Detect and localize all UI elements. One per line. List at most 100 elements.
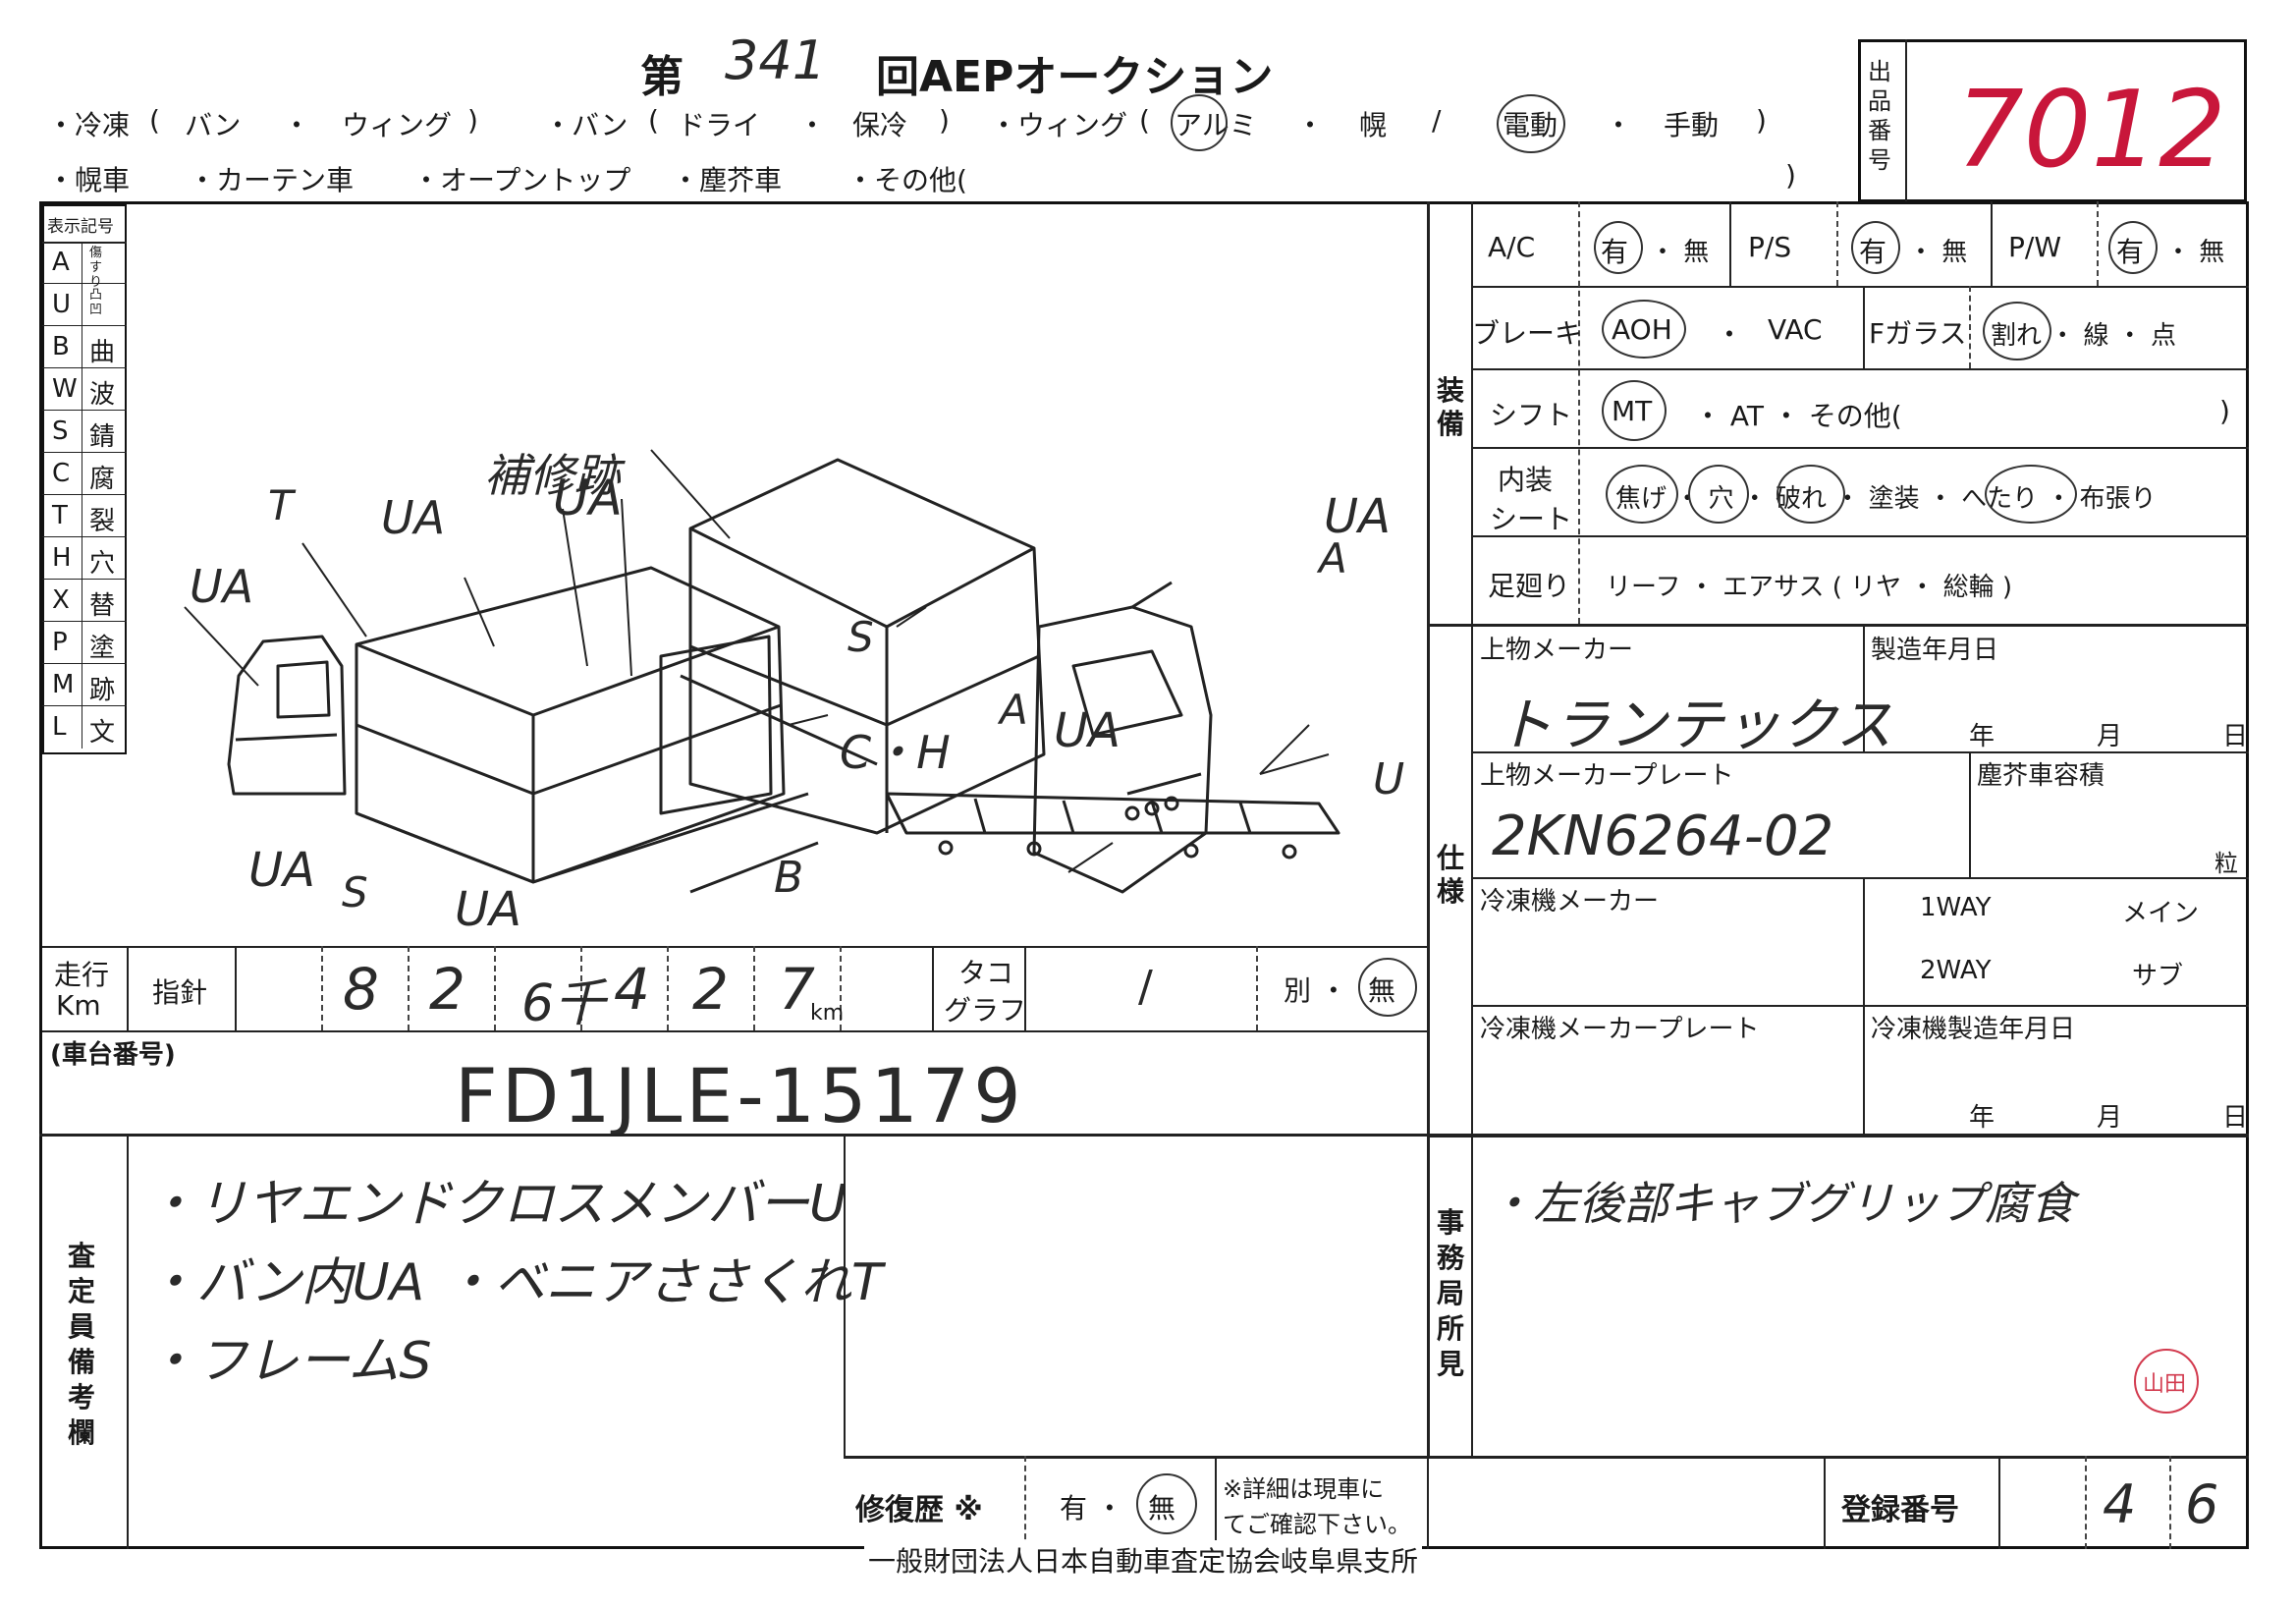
diagram-note: UA <box>381 491 446 544</box>
row1-item: ( <box>149 104 160 137</box>
fglass-crack-circle <box>1983 302 2051 361</box>
legend-desc: 曲 <box>89 338 116 367</box>
legend-code: T <box>52 501 68 530</box>
diagram-note: C・H <box>840 726 951 779</box>
seat-burn-circle <box>1606 465 1678 524</box>
main-vertical-divider <box>1427 201 1430 1456</box>
legend-desc: 替 <box>89 591 116 621</box>
mfg-year: 年 <box>1969 722 1995 751</box>
digit-divider <box>840 946 842 1030</box>
diagram-note: B <box>774 853 804 903</box>
office-note: ・左後部キャブグリップ腐食 <box>1488 1177 2075 1230</box>
row1-item: ) <box>467 104 478 137</box>
mfg-date-label: 製造年月日 <box>1871 636 1999 665</box>
legend-desc: 跡 <box>89 676 116 705</box>
inspector-section: 査定員備考欄 ・リヤエンドクロスメンバーU ・バン内UA ・ベニアささくれT ・… <box>42 1137 1427 1549</box>
shift-close: ) <box>2219 395 2230 427</box>
diagram-note: A <box>1319 534 1347 583</box>
col-dashed-divider <box>1969 286 1971 368</box>
mileage-digit: 6千 <box>521 974 606 1033</box>
col-dashed-divider <box>2169 1456 2171 1549</box>
row-divider <box>1471 368 2249 370</box>
registration-label: 登録番号 <box>1841 1493 1959 1527</box>
body-maker-value: トランテックス <box>1496 692 1893 758</box>
col-divider <box>1969 751 1971 877</box>
mileage-digit: 7 <box>779 956 815 1023</box>
diagram-note: UA <box>248 843 315 898</box>
left-truck-box <box>355 566 786 884</box>
row1-item: ドライ <box>678 109 761 141</box>
pw-yes-circle <box>2108 221 2158 274</box>
row-divider <box>1471 286 2249 288</box>
separate-label: 別 ・ <box>1284 974 1347 1007</box>
diagram-note: S <box>342 868 368 916</box>
col-divider <box>1863 624 1865 751</box>
repair-note-2: てご確認下さい。 <box>1223 1511 1411 1538</box>
header: 第 341 回AEPオークション ・冷凍 ( バン ・ ウィング ) ・バン (… <box>0 0 2296 202</box>
legend-desc: 錆 <box>89 422 116 452</box>
row1-item: ・ <box>283 109 311 141</box>
digit-divider <box>580 946 582 1030</box>
legend-code: X <box>52 585 70 615</box>
mileage-digit: 2 <box>692 956 729 1023</box>
row2-item: ) <box>1785 159 1796 192</box>
row-divider <box>1471 877 2249 879</box>
brake-sep: ・ <box>1716 318 1744 351</box>
inspector-note: ・リヤエンドクロスメンバーU <box>145 1175 847 1234</box>
col-dashed-divider <box>1836 201 1838 286</box>
registration-value: 4 <box>2103 1473 2137 1535</box>
ac-yes-circle <box>1594 221 1643 274</box>
fridge-year: 年 <box>1969 1103 1995 1133</box>
equipment-label: 装備 <box>1437 374 1465 440</box>
seat-sag-circle <box>1985 465 2077 524</box>
row1-item: ・冷凍 <box>47 109 131 141</box>
mileage-digit: 8 <box>343 956 379 1023</box>
col-divider <box>1863 877 1865 1135</box>
twoway: 2WAY <box>1920 956 1992 985</box>
fridge-day: 日 <box>2222 1103 2249 1133</box>
legend-desc: 文 <box>89 718 116 748</box>
repair-label: 修復歴 ※ <box>855 1493 983 1527</box>
repair-row: 修復歴 ※ 有 ・ 無 ※詳細は現車に てご確認下さい。 登録番号 4 6 <box>844 1456 2249 1549</box>
spec-section: 仕様 上物メーカー トランテックス 製造年月日 年 月 日 上物メーカープレート… <box>1429 624 2249 1137</box>
row-divider <box>1471 1005 2249 1007</box>
inspector-note: ・バン内UA <box>145 1253 425 1312</box>
truck-diagram <box>184 449 1340 894</box>
fridge-month: 月 <box>2097 1103 2123 1133</box>
diagram-note: UA <box>455 882 521 937</box>
legend-desc: 凸凹 <box>89 288 103 317</box>
body-maker-label: 上物メーカー <box>1480 636 1634 665</box>
row1-item: ・ <box>1296 109 1325 141</box>
circle-mark <box>1497 94 1565 153</box>
title-prefix: 第 <box>640 52 683 102</box>
digit-divider <box>667 946 669 1030</box>
col-divider <box>1024 946 1026 1030</box>
row1-item: ) <box>1756 104 1767 137</box>
col-divider <box>1824 1456 1826 1549</box>
legend-code: H <box>52 543 72 573</box>
main: メイン <box>2122 899 2200 928</box>
row-divider <box>42 1030 1427 1032</box>
legend-code: C <box>52 459 71 488</box>
row-divider <box>844 1456 2249 1459</box>
lot-number-box <box>1858 39 2247 202</box>
legend-code: P <box>52 628 68 657</box>
mfg-month: 月 <box>2097 722 2123 751</box>
office-label: 事務局所見 <box>1437 1206 1465 1380</box>
col-divider <box>932 946 934 1030</box>
garbage-volume-label: 塵芥車容積 <box>1977 761 2105 791</box>
row1-item: ・バン <box>544 109 629 141</box>
chassis-row: (車台番号) FD1JLE-15179 <box>42 1030 1427 1139</box>
suspension-label: 足廻り <box>1488 570 1571 602</box>
legend-desc: 塗 <box>89 634 116 663</box>
diagram-note: UA <box>190 560 254 613</box>
